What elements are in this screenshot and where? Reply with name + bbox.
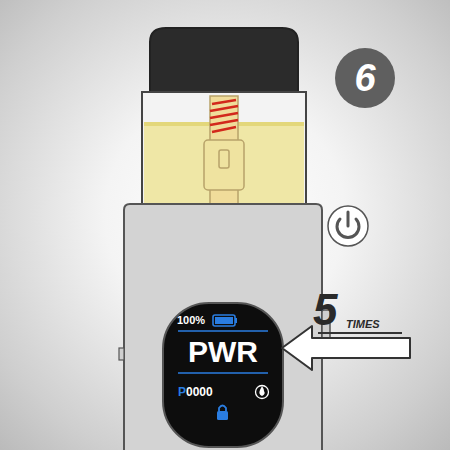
screen [163, 303, 283, 447]
flame-icon [256, 386, 269, 399]
press-unit: TIMES [346, 319, 380, 330]
power-icon-ring [328, 206, 368, 246]
coil-base [204, 140, 244, 190]
screen-divider [178, 330, 268, 332]
device-body [124, 204, 322, 450]
underline [318, 332, 402, 334]
mouthpiece [150, 28, 298, 92]
battery-level [215, 317, 233, 324]
press-arrow [282, 326, 410, 370]
lock-shackle [219, 406, 226, 412]
power-symbol-bar [347, 212, 350, 226]
puff-counter: P0000 [178, 386, 213, 398]
screen-node: 100% PWR P0000 [163, 303, 283, 447]
pod-body [142, 92, 306, 206]
screen-divider [178, 372, 268, 374]
battery-icon [213, 315, 235, 326]
flame [259, 386, 264, 396]
battery-percent: 100% [177, 315, 205, 326]
battery-tip [235, 318, 237, 323]
coil-windings [210, 100, 238, 132]
mode-display: PWR [163, 337, 283, 367]
step-badge-node: 6 [335, 48, 395, 108]
press-count: 5 [313, 288, 337, 332]
lock-icon [217, 411, 228, 420]
step-number: 6 [335, 59, 395, 97]
coil-hole [219, 150, 229, 168]
side-port [119, 348, 124, 360]
step-badge [335, 48, 395, 108]
